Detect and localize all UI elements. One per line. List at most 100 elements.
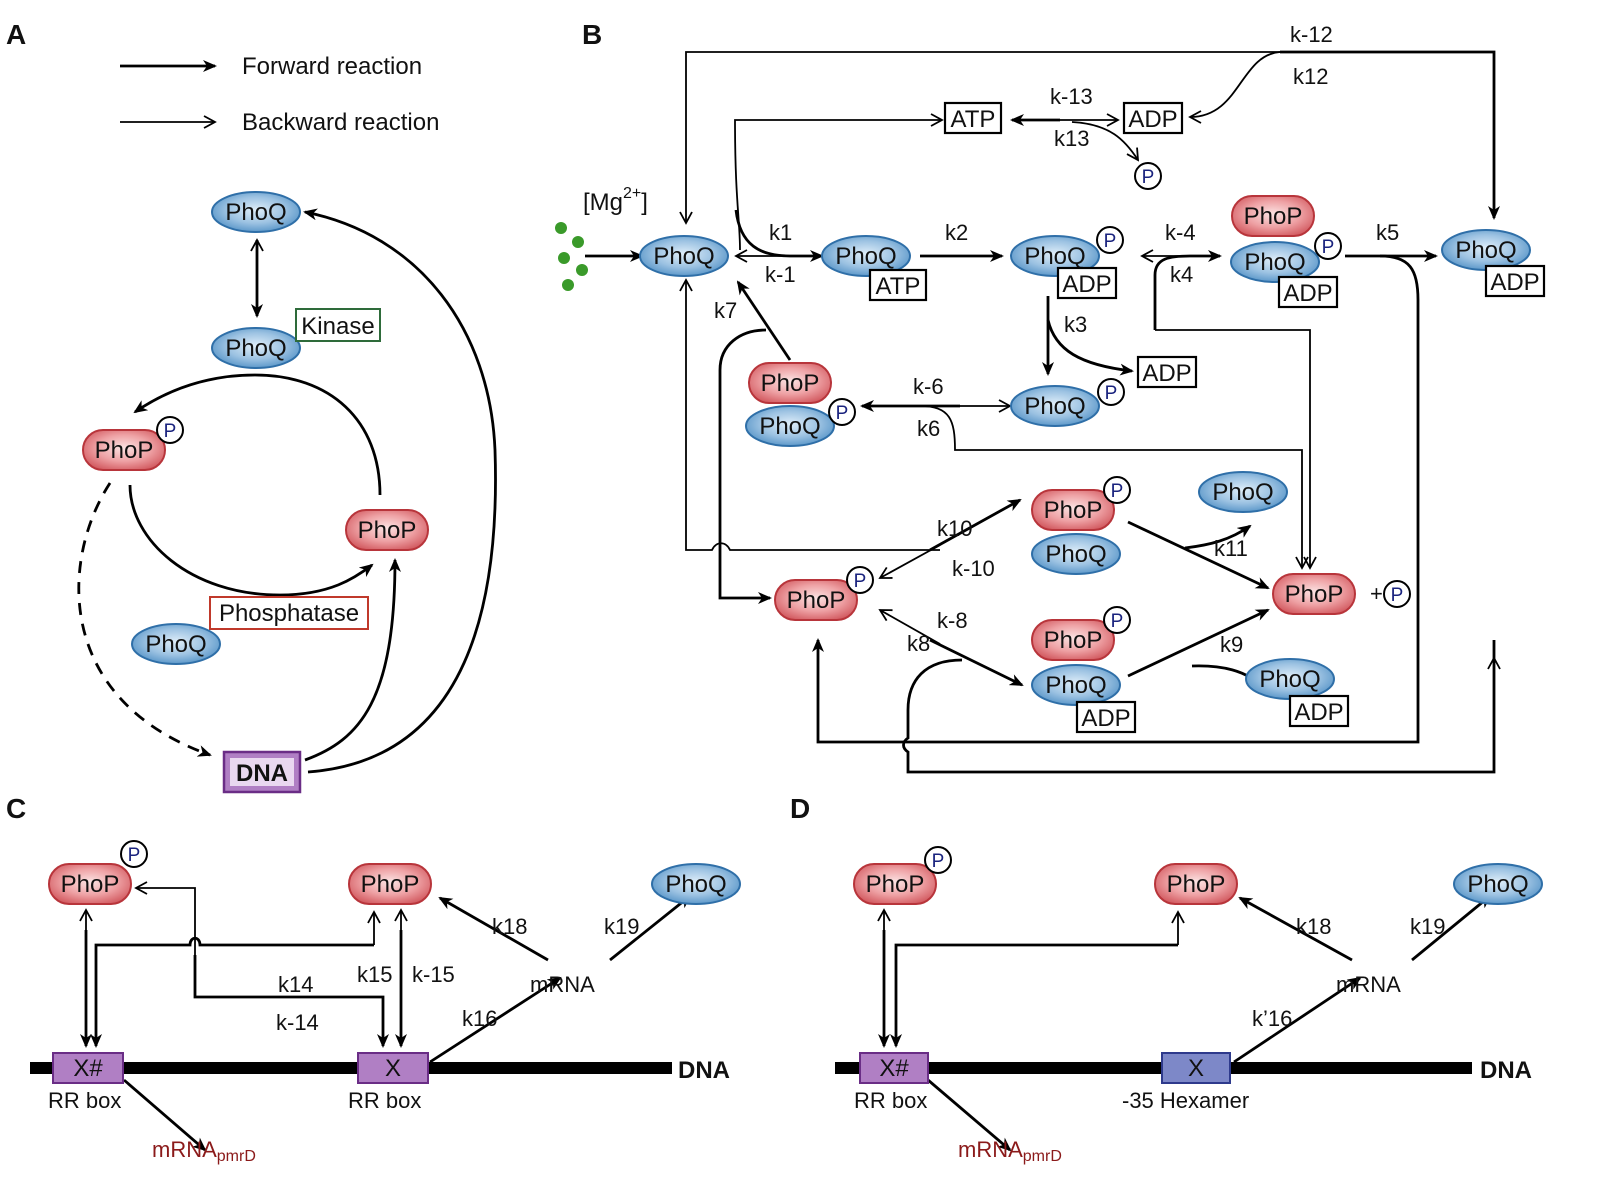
svg-text:X#: X# [879, 1055, 909, 1082]
mrna-label: mRNA [530, 972, 595, 997]
svg-text:PhoQ: PhoQ [225, 199, 286, 226]
svg-text:PhoQ: PhoQ [759, 413, 820, 440]
phoq-node: PhoQ [651, 863, 741, 905]
rate-k10: k10 [937, 516, 972, 541]
svg-text:ADP: ADP [1142, 360, 1191, 387]
rate-k-8: k-8 [937, 608, 968, 633]
phosphate-icon: P [1383, 580, 1411, 608]
plus-sign: + [1370, 581, 1383, 606]
svg-text:PhoQ: PhoQ [1259, 666, 1320, 693]
dna-to-phop-arrow [304, 558, 401, 762]
svg-text:X: X [385, 1055, 401, 1082]
k7-arrow [736, 280, 792, 361]
rate-k12: k12 [1293, 64, 1328, 89]
rate-k16: k16 [462, 1006, 497, 1031]
phosphate-icon: P [1134, 162, 1162, 190]
phosphate-icon: P [846, 566, 874, 594]
svg-text:ATP: ATP [876, 273, 921, 300]
svg-text:PhoP: PhoP [1044, 497, 1103, 524]
k16-arrow [429, 976, 562, 1064]
svg-text:PhoQ: PhoQ [653, 243, 714, 270]
k13-arrow [1071, 121, 1140, 162]
k7-loop-arrow [718, 328, 772, 604]
hexamer-box: X [1161, 1052, 1231, 1084]
rate-k-4: k-4 [1165, 220, 1196, 245]
rr-box-x: X [357, 1052, 429, 1084]
svg-text:PhoQ: PhoQ [1455, 237, 1516, 264]
adp-final-box: ADP [1484, 264, 1546, 298]
mrna-label: mRNA [1336, 972, 1401, 997]
rr-box-xhash: X# [52, 1052, 124, 1084]
mrna-pmrd-label: mRNApmrD [958, 1137, 1062, 1165]
phop-node: PhoP [1154, 863, 1238, 905]
svg-text:PhoQ: PhoQ [1024, 243, 1085, 270]
svg-text:P: P [1142, 167, 1155, 188]
phosphate-icon: P [1103, 606, 1131, 634]
svg-text:P: P [932, 851, 945, 872]
rate-k5: k5 [1376, 220, 1399, 245]
rate-k-10: k-10 [952, 556, 995, 581]
rate-k18: k18 [492, 914, 527, 939]
svg-text:PhoQ: PhoQ [1467, 871, 1528, 898]
svg-text:P: P [1391, 585, 1404, 606]
phop-product: PhoP [1272, 573, 1356, 615]
panel-d-label: D [790, 793, 810, 824]
rate-k11: k11 [1214, 536, 1248, 561]
phosphate-icon: P [1314, 232, 1342, 260]
svg-text:PhoP: PhoP [95, 437, 154, 464]
svg-text:P: P [1104, 231, 1117, 252]
mg-ions-icon [555, 222, 588, 291]
svg-text:DNA: DNA [236, 760, 288, 787]
adp-bound-box: ADP [1056, 266, 1118, 300]
phop-p-to-dna-arrow [77, 482, 212, 757]
svg-text:Kinase: Kinase [301, 313, 374, 340]
k18-arrow [438, 896, 549, 962]
rr-box-xhash: X# [859, 1052, 929, 1084]
rate-k3: k3 [1064, 312, 1087, 337]
svg-text:ADP: ADP [1490, 269, 1539, 296]
k-10-arrow [878, 544, 941, 579]
svg-text:P: P [164, 421, 177, 442]
phoq-node: PhoQ [1453, 863, 1543, 905]
rate-k-12: k-12 [1290, 22, 1333, 47]
rr-box-label-2: RR box [348, 1088, 421, 1113]
pmrd-arrow [927, 1078, 1012, 1152]
svg-text:PhoP: PhoP [761, 370, 820, 397]
panel-b-label: B [582, 19, 602, 50]
phop-p-complex-1: PhoP [1031, 489, 1115, 531]
phop-to-xhash-arrow [890, 943, 1178, 1048]
rate-kp16: k’16 [1252, 1006, 1292, 1031]
svg-text:PhoQ: PhoQ [1212, 479, 1273, 506]
svg-text:PhoP: PhoP [61, 871, 120, 898]
k9-arrow [1127, 608, 1270, 678]
phoq-released-2: PhoQ [1245, 658, 1335, 700]
panel-b: B [Mg2+] [555, 19, 1546, 774]
svg-text:PhoP: PhoP [866, 871, 925, 898]
svg-text:ADP: ADP [1062, 271, 1111, 298]
adp-box: ADP [1122, 101, 1184, 135]
k18-arrow [1238, 896, 1353, 962]
phosphatase-label: Phosphatase [209, 596, 369, 630]
rate-k13: k13 [1054, 126, 1089, 151]
atp-return-arrow [734, 113, 944, 251]
svg-text:PhoP: PhoP [358, 517, 417, 544]
k12-curve-arrow [1188, 51, 1281, 124]
phoq-node: PhoQ [211, 191, 301, 233]
phosphate-icon: P [1103, 476, 1131, 504]
atp-box: ATP [943, 101, 1003, 135]
rr-box-label: RR box [48, 1088, 121, 1113]
phoq-kinase-node: PhoQ [211, 327, 301, 369]
k1-arrow [734, 209, 824, 262]
svg-text:X: X [1188, 1055, 1204, 1082]
hexamer-label: -35 Hexamer [1122, 1088, 1249, 1113]
phoq-atp: PhoQ [821, 235, 911, 277]
svg-text:PhoQ: PhoQ [1045, 672, 1106, 699]
rate-k1: k1 [769, 220, 792, 245]
svg-text:ADP: ADP [1283, 280, 1332, 307]
k19-arrow [1411, 894, 1492, 962]
panel-c-label: C [6, 793, 26, 824]
rate-k15: k15 [357, 962, 392, 987]
phosphate-icon: P [828, 398, 856, 426]
